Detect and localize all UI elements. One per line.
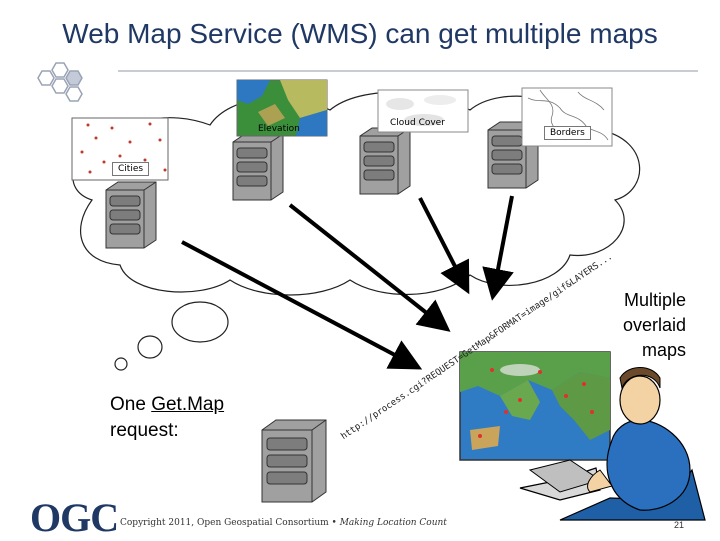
result-line-2: overlaid	[622, 315, 686, 335]
copyright-text: Copyright 2011, Open Geospatial Consorti…	[120, 518, 447, 528]
cloud-cover-map-tile	[377, 89, 469, 133]
result-caption: Multiple overlaid maps	[623, 288, 686, 363]
request-prefix: One	[110, 394, 152, 415]
elevation-label: Elevation	[258, 124, 300, 134]
page-number: 21	[673, 520, 684, 530]
arrow-cities-to-map	[181, 240, 423, 370]
thought-bubble-small	[114, 357, 128, 371]
ogc-logo: OGC	[30, 495, 119, 540]
arrow-elevation-to-map	[288, 203, 451, 332]
cities-label: Cities	[112, 162, 150, 176]
thought-bubble-large	[171, 301, 229, 343]
thought-bubble-medium	[137, 335, 163, 359]
server-cloud-cover	[359, 127, 411, 195]
request-keyword: Get.Map	[151, 394, 225, 415]
cloud-cover-label: Cloud Cover	[390, 118, 445, 128]
server-elevation	[232, 133, 284, 201]
server-cities	[105, 181, 157, 249]
result-line-1: Multiple	[623, 290, 686, 310]
overlaid-map-image	[459, 351, 611, 461]
borders-label: Borders	[544, 126, 591, 140]
request-caption: One Get.Map request:	[110, 392, 224, 444]
title-rule	[118, 70, 698, 72]
request-suffix: request:	[110, 420, 179, 441]
elevation-map-tile	[236, 79, 328, 137]
result-line-3: maps	[641, 340, 686, 360]
slide-title: Web Map Service (WMS) can get multiple m…	[62, 18, 658, 49]
person-at-laptop-icon	[519, 367, 706, 521]
tagline: Making Location Count	[339, 518, 447, 528]
copyright-line: Copyright 2011, Open Geospatial Consorti…	[120, 518, 329, 528]
hexagon-logo-icon	[37, 62, 83, 102]
arrow-borders-to-map	[482, 195, 514, 301]
arrow-cloud-to-map	[418, 197, 470, 295]
server-request	[261, 419, 327, 503]
